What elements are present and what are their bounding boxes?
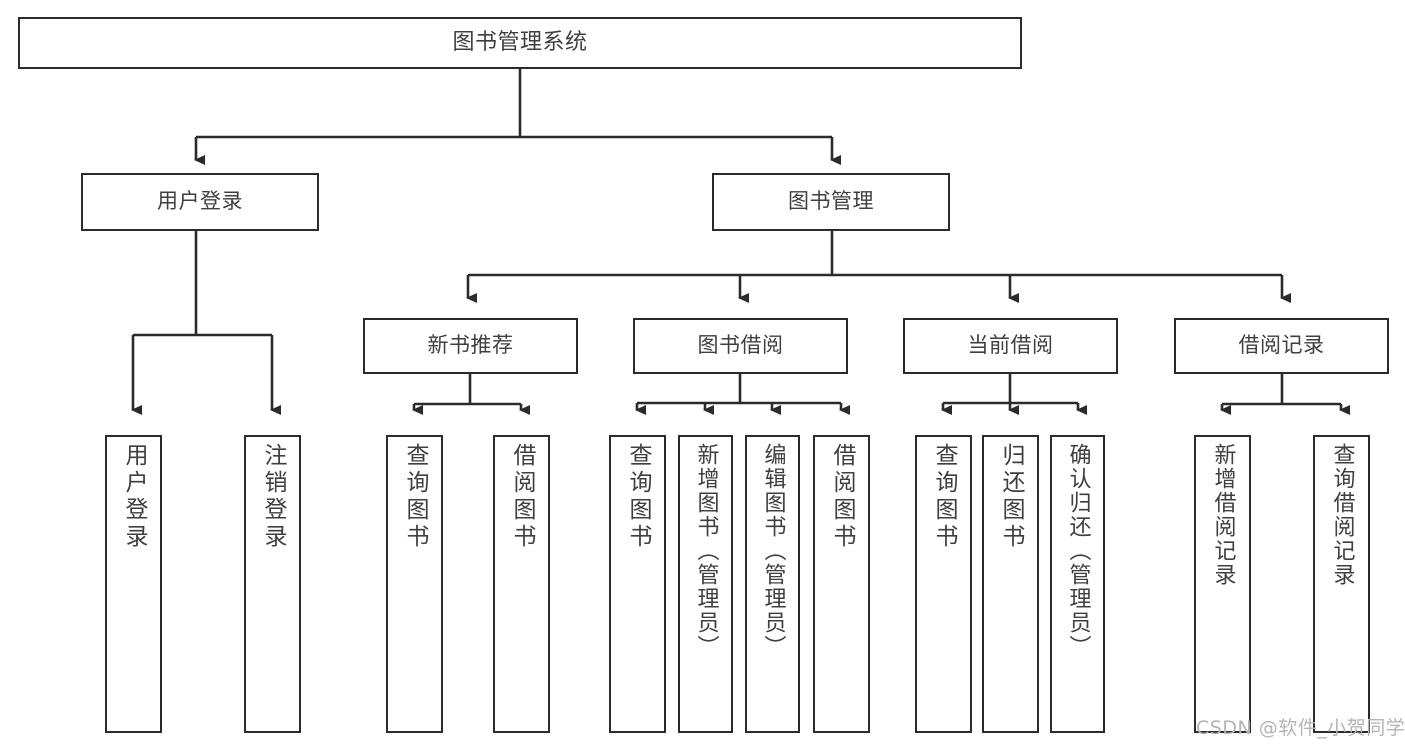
node-label: 借阅图书 bbox=[509, 443, 535, 551]
leaf-query-borrowing-record[interactable]: 查询借阅记录 bbox=[1313, 435, 1370, 733]
node-label: 新书推荐 bbox=[427, 333, 514, 358]
node-label: 注销登录 bbox=[260, 443, 286, 551]
node-book-management[interactable]: 图书管理 bbox=[712, 173, 950, 231]
node-label: 查询图书 bbox=[931, 443, 957, 551]
leaf-confirm-return-admin[interactable]: 确认归还（管理员） bbox=[1050, 435, 1105, 733]
node-label: 新增图书（管理员） bbox=[693, 443, 719, 659]
node-current-borrowing[interactable]: 当前借阅 bbox=[903, 318, 1118, 374]
node-label: 图书借阅 bbox=[697, 333, 784, 358]
csdn-watermark: CSDN @软件_小贺同学 bbox=[1196, 717, 1405, 739]
node-label: 借阅记录 bbox=[1238, 333, 1325, 358]
leaf-borrow-book[interactable]: 借阅图书 bbox=[813, 435, 870, 733]
leaf-return-book[interactable]: 归还图书 bbox=[982, 435, 1039, 733]
node-user-login[interactable]: 用户登录 bbox=[81, 173, 319, 231]
node-label: 确认归还（管理员） bbox=[1065, 443, 1091, 659]
node-label: 查询借阅记录 bbox=[1329, 443, 1355, 587]
leaf-add-borrowing-record[interactable]: 新增借阅记录 bbox=[1194, 435, 1251, 733]
node-label: 图书管理系统 bbox=[452, 29, 588, 55]
node-book-borrowing[interactable]: 图书借阅 bbox=[633, 318, 848, 374]
node-label: 查询图书 bbox=[625, 443, 651, 551]
node-label: 新增借阅记录 bbox=[1210, 443, 1236, 587]
node-label: 编辑图书（管理员） bbox=[760, 443, 786, 659]
leaf-query-book-recommendation[interactable]: 查询图书 bbox=[386, 435, 443, 733]
leaf-add-book-admin[interactable]: 新增图书（管理员） bbox=[678, 435, 733, 733]
leaf-query-book-current[interactable]: 查询图书 bbox=[915, 435, 972, 733]
node-root-book-management-system[interactable]: 图书管理系统 bbox=[18, 17, 1022, 69]
node-borrowing-records[interactable]: 借阅记录 bbox=[1174, 318, 1389, 374]
node-label: 图书管理 bbox=[788, 189, 874, 214]
node-label: 借阅图书 bbox=[829, 443, 855, 551]
node-label: 查询图书 bbox=[402, 443, 428, 551]
node-label: 当前借阅 bbox=[967, 333, 1054, 358]
node-new-book-recommendation[interactable]: 新书推荐 bbox=[363, 318, 578, 374]
node-label: 用户登录 bbox=[121, 443, 147, 551]
leaf-borrow-book-recommendation[interactable]: 借阅图书 bbox=[493, 435, 550, 733]
node-label: 归还图书 bbox=[998, 443, 1024, 551]
leaf-logout[interactable]: 注销登录 bbox=[244, 435, 301, 733]
leaf-user-login[interactable]: 用户登录 bbox=[105, 435, 162, 733]
node-label: 用户登录 bbox=[157, 189, 243, 214]
leaf-edit-book-admin[interactable]: 编辑图书（管理员） bbox=[745, 435, 800, 733]
leaf-query-book-borrowing[interactable]: 查询图书 bbox=[609, 435, 666, 733]
